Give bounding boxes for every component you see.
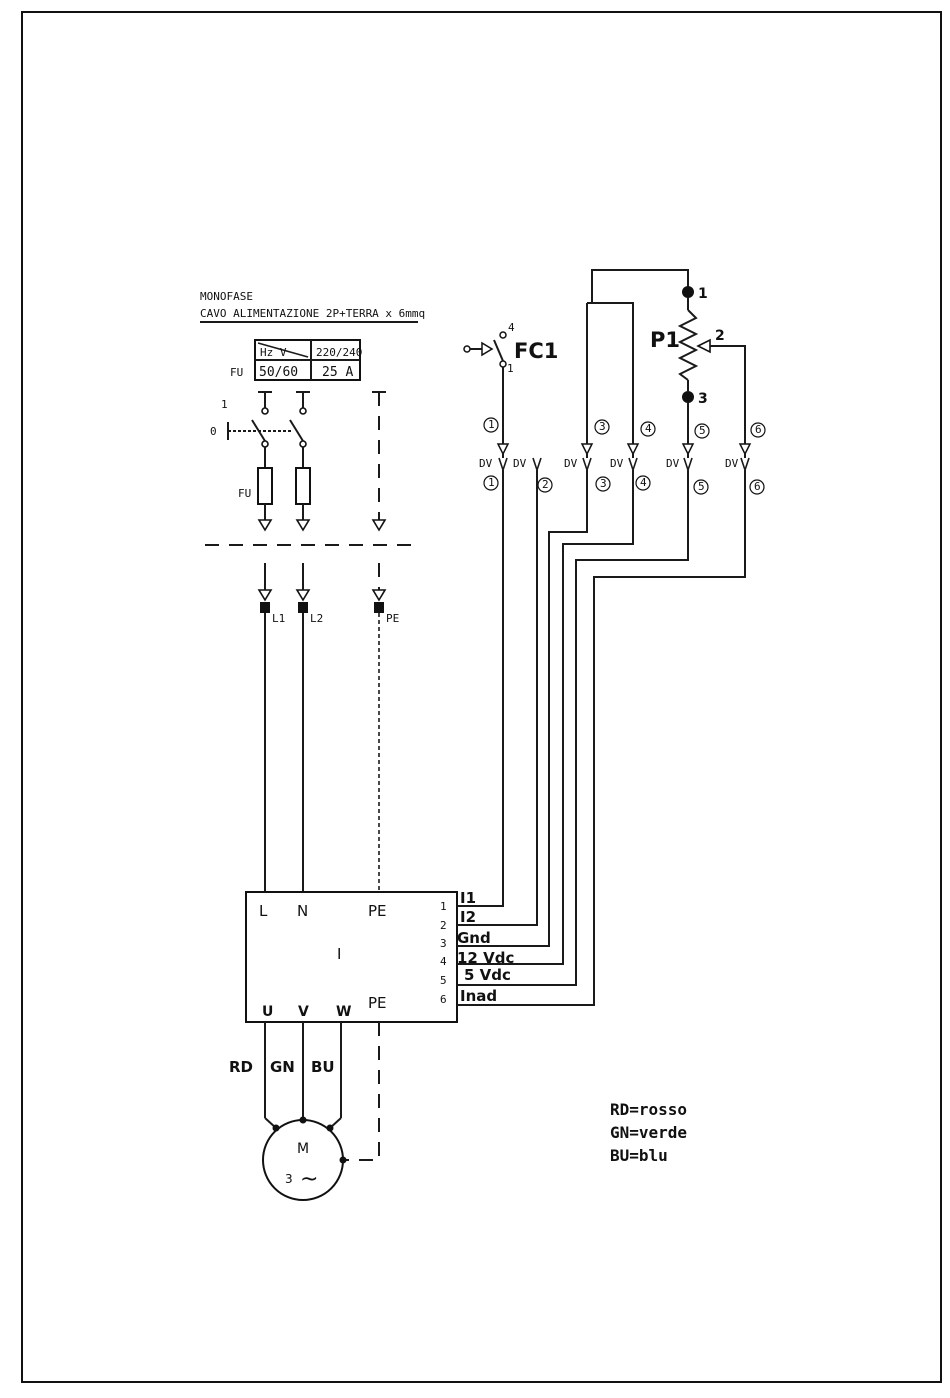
conn-bot-id-5: 5 [698,480,705,493]
rating-hz-v: Hz V [260,346,287,359]
inverter-out-w: W [336,1004,351,1020]
dv-label-3: DV [564,457,578,470]
p1-pin3: 3 [698,391,708,407]
conn-top-id-6: 6 [755,423,762,436]
terminal-pe: PE [386,612,399,625]
conn-bot-id-3: 3 [600,477,607,490]
pin-label-inad: Inad [460,987,497,1005]
motor-label: M [297,1141,309,1157]
inverter-in-l: L [259,902,268,920]
p1-pin2: 2 [715,328,725,344]
pe-top [372,392,386,530]
pin-num-5: 5 [440,974,447,987]
inverter-in-pe: PE [368,902,387,920]
connector-block: DV DV DV DV DV DV 1 3 4 5 6 1 2 3 4 5 6 [479,418,765,494]
switch-pos-on: 1 [221,398,228,411]
pin-label-gnd: Gnd [457,929,491,947]
rating-freq: 50/60 [259,365,298,380]
inverter-out-u: U [262,1004,273,1020]
pin-num-1: 1 [440,900,447,913]
conn-bot-id-2: 2 [542,478,549,491]
conn-top-id-5: 5 [699,424,706,437]
switch-pos-off: 0 [210,425,217,438]
fuse-label: FU [238,487,251,500]
legend-bu: BU=blu [610,1146,668,1165]
rating-fu-label: FU [230,366,243,379]
p1-label: P1 [650,328,680,352]
inverter-out-pe: PE [368,994,387,1012]
terminal-l1: L1 [272,612,285,625]
rating-voltage: 220/240 [316,346,362,359]
conn-top-id-4: 4 [645,422,652,435]
terminal-l2: L2 [310,612,323,625]
motor-wiring: RD GN BU [229,1022,379,1160]
pin-label-i1: I1 [460,889,476,907]
fc1-limit-switch: 4 1 FC1 [464,321,558,444]
dv-label-4: DV [610,457,624,470]
rating-current: 25 A [322,365,353,380]
motor-ac-symbol: ~ [300,1167,318,1192]
dv-label-2: DV [513,457,527,470]
fc1-label: FC1 [514,339,558,363]
pin-num-4: 4 [440,955,447,968]
wire-4-loop [587,303,633,444]
legend-rd: RD=rosso [610,1100,687,1119]
wire-label-bu: BU [311,1058,335,1076]
inverter-out-v: V [298,1004,309,1020]
conn-bot-id-4: 4 [640,476,647,489]
pin-num-6: 6 [440,993,447,1006]
wire-label-gn: GN [270,1058,295,1076]
dv-label-1: DV [479,457,493,470]
rating-table: Hz V 220/240 50/60 25 A FU [230,340,362,380]
page-border [22,12,941,1382]
dv-label-6: DV [725,457,739,470]
motor-phase: 3 [285,1172,293,1186]
conn-top-id-1: 1 [488,418,495,431]
conn-top-id-3: 3 [599,420,606,433]
header-line2: CAVO ALIMENTAZIONE 2P+TERRA x 6mmq [200,307,425,320]
pin-label-5vdc: 5 Vdc [464,966,511,984]
inverter: L N PE I U V W PE 1 2 3 4 5 6 [246,892,457,1022]
wire-label-rd: RD [229,1058,253,1076]
color-legend: RD=rosso GN=verde BU=blu [610,1100,687,1165]
fuse-n [296,447,310,530]
dv-label-5: DV [666,457,680,470]
control-wires [457,480,745,1005]
legend-gn: GN=verde [610,1123,687,1142]
pin-num-3: 3 [440,937,447,950]
inverter-label: I [337,945,341,963]
pin-num-2: 2 [440,919,447,932]
main-switch: 1 0 [210,392,310,447]
wire-3-loop [587,270,688,444]
conn-bot-id-6: 6 [754,480,761,493]
fc1-pin-bottom: 1 [507,362,514,375]
motor: M 3 ~ [263,1117,347,1201]
pin-label-i2: I2 [460,908,476,926]
fc1-pin-top: 4 [508,321,515,334]
fuse-l [258,447,272,530]
header-line1: MONOFASE [200,290,253,303]
p1-potentiometer: 1 3 2 P1 [650,286,745,444]
conn-bot-id-1: 1 [488,476,495,489]
p1-pin1: 1 [698,286,708,302]
inverter-in-n: N [297,902,308,920]
